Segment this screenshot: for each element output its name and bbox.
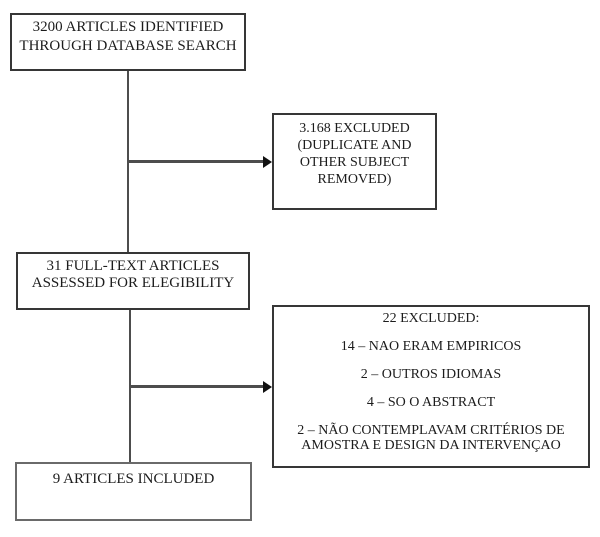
- included-line-1: 9 ARTICLES INCLUDED: [52, 471, 215, 487]
- excluded-initial-line-2: (DUPLICATE AND: [297, 138, 412, 153]
- arrowhead-right-icon: [263, 381, 272, 393]
- excluded-fulltext-item-3: 4 – SO O ABSTRACT: [366, 395, 496, 410]
- excluded-initial-line-1: 3.168 EXCLUDED: [299, 121, 410, 136]
- excluded-fulltext-item-1: 14 – NAO ERAM EMPIRICOS: [340, 339, 522, 354]
- arrowhead-right-icon: [263, 156, 272, 168]
- flow-box-identified: 3200 ARTICLES IDENTIFIED THROUGH DATABAS…: [10, 13, 246, 71]
- fulltext-line-2: ASSESSED FOR ELEGIBILITY: [31, 275, 235, 291]
- excluded-fulltext-heading: 22 EXCLUDED:: [382, 311, 480, 326]
- flow-box-included: 9 ARTICLES INCLUDED: [15, 462, 252, 521]
- excluded-fulltext-item-2: 2 – OUTROS IDIOMAS: [360, 367, 502, 382]
- flow-box-fulltext-assessed: 31 FULL-TEXT ARTICLES ASSESSED FOR ELEGI…: [16, 252, 250, 310]
- connector-to-excluded-initial: [128, 160, 263, 163]
- excluded-fulltext-item-4: 2 – NÃO CONTEMPLAVAM CRITÉRIOS DE AMOSTR…: [297, 423, 565, 453]
- flow-box-excluded-fulltext: 22 EXCLUDED: 14 – NAO ERAM EMPIRICOS 2 –…: [272, 305, 590, 468]
- excluded-initial-line-3: OTHER SUBJECT: [299, 155, 410, 170]
- identified-line-1: 3200 ARTICLES IDENTIFIED: [32, 19, 224, 35]
- identified-line-2: THROUGH DATABASE SEARCH: [19, 38, 237, 54]
- flow-box-excluded-initial: 3.168 EXCLUDED (DUPLICATE AND OTHER SUBJ…: [272, 113, 437, 210]
- excluded-initial-line-4: REMOVED): [317, 172, 392, 187]
- fulltext-line-1: 31 FULL-TEXT ARTICLES: [46, 258, 220, 274]
- connector-to-excluded-fulltext: [130, 385, 263, 388]
